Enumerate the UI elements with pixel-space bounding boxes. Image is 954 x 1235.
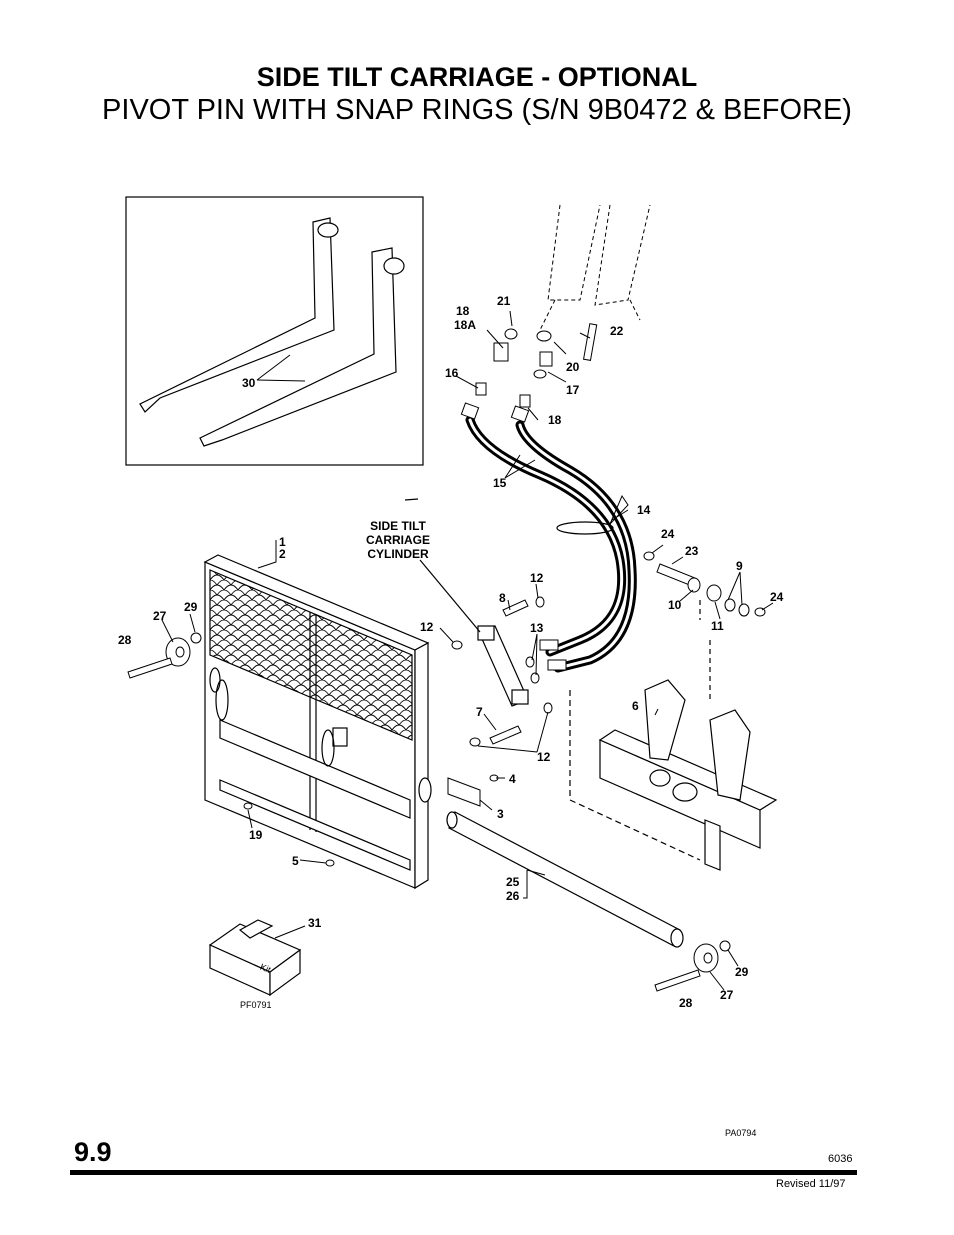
inset-figure-code: PF0791: [240, 1000, 272, 1010]
cylinder-label-line-2: CARRIAGE: [366, 533, 430, 547]
callout-15: 15: [493, 476, 507, 490]
callout-19: 19: [249, 828, 263, 842]
pins-small-parts: [243, 551, 766, 867]
tilt-cylinder: [404, 498, 529, 707]
page-subtitle: PIVOT PIN WITH SNAP RINGS (S/N 9B0472 & …: [102, 94, 852, 126]
callout-28-right: 28: [679, 996, 693, 1010]
callout-22: 22: [610, 324, 624, 338]
page-code: 6036: [828, 1153, 853, 1165]
callout-5: 5: [292, 854, 299, 868]
callout-labels: 1 2 3 4 5 6 7 8 9 10 11 12 12 12 13 14 1…: [118, 294, 784, 1010]
callout-9: 9: [736, 559, 743, 573]
fork-back: [139, 217, 335, 413]
fork-inset: [125, 196, 424, 466]
callout-12-bottom: 12: [537, 750, 551, 764]
callout-3: 3: [497, 807, 504, 821]
callout-21: 21: [497, 294, 511, 308]
washers-bolts: [127, 632, 731, 992]
callout-13: 13: [530, 621, 544, 635]
callout-8: 8: [499, 591, 506, 605]
callout-25: 25: [506, 875, 520, 889]
main-figure-code: PA0794: [725, 1128, 757, 1138]
callout-29-left: 29: [184, 600, 198, 614]
callout-18-lower: 18: [548, 413, 562, 427]
callout-1: 1: [279, 535, 286, 549]
hydraulic-hoses: [465, 415, 637, 673]
callout-29-right: 29: [735, 965, 749, 979]
callout-7: 7: [476, 705, 483, 719]
kit-box-label: Kit: [259, 962, 273, 975]
callout-12-left: 12: [420, 620, 434, 634]
callout-27-right: 27: [720, 988, 734, 1002]
callout-4: 4: [509, 772, 516, 786]
callout-18a: 18A: [454, 318, 476, 332]
quick-attach-mount: [569, 600, 778, 871]
callout-2: 2: [279, 547, 286, 561]
callout-27-left: 27: [153, 609, 167, 623]
loader-arms: [539, 204, 651, 331]
kit-box-icon: [208, 919, 302, 997]
fork-front: [199, 247, 397, 447]
callout-31: 31: [308, 916, 322, 930]
callout-26: 26: [506, 889, 520, 903]
callout-17: 17: [566, 383, 580, 397]
callout-24-right: 24: [770, 590, 784, 604]
callout-6: 6: [632, 699, 639, 713]
callout-24-left: 24: [661, 527, 675, 541]
callout-28-left: 28: [118, 633, 132, 647]
revision-date: Revised 11/97: [776, 1178, 846, 1190]
callout-16: 16: [445, 366, 459, 380]
callout-20: 20: [566, 360, 580, 374]
callout-10: 10: [668, 598, 682, 612]
cylinder-label-line-3: CYLINDER: [367, 547, 429, 561]
callout-30: 30: [242, 376, 256, 390]
leader-lines: [161, 310, 774, 991]
cylinder-label-line-1: SIDE TILT: [370, 519, 426, 533]
footer-rule: [70, 1170, 857, 1175]
page-title: SIDE TILT CARRIAGE - OPTIONAL: [256, 62, 698, 92]
callout-14: 14: [637, 503, 651, 517]
pivot-pin: [446, 811, 684, 948]
callout-23: 23: [685, 544, 699, 558]
hose-fittings: [460, 323, 598, 671]
callout-12-top: 12: [530, 571, 544, 585]
carriage-frame: [203, 554, 432, 890]
callout-18-top: 18: [456, 304, 470, 318]
callout-11: 11: [711, 619, 724, 633]
section-number: 9.9: [74, 1137, 112, 1167]
